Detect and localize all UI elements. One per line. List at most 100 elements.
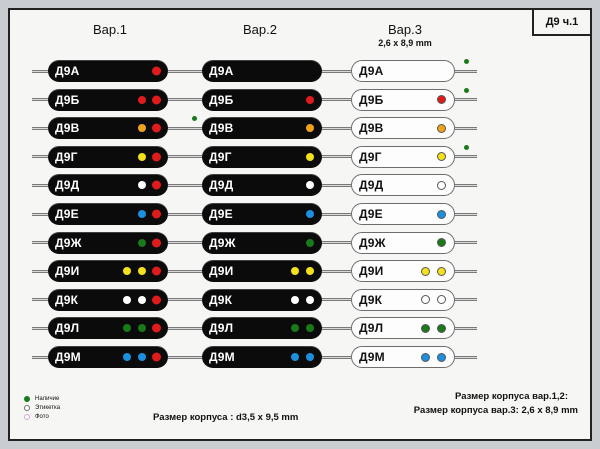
- diode-body: Д9Ж: [351, 231, 455, 254]
- diode-body: Д9И: [202, 260, 322, 283]
- diode-lead-right: [168, 98, 190, 102]
- diode-type-label: Д9К: [209, 292, 233, 307]
- diode-variant3-Д9Д: Д9Д: [335, 174, 477, 197]
- diode-variant2-Д9Б: Д9Б: [186, 88, 344, 111]
- diode-lead-right: [322, 298, 344, 302]
- diode-variant2-Д9Д: Д9Д: [186, 174, 344, 197]
- diode-type-label: Д9А: [359, 64, 384, 78]
- diode-lead-right: [322, 155, 344, 159]
- diode-variant2-Д9К: Д9К: [186, 288, 344, 311]
- diode-type-label: Д9Л: [55, 321, 80, 336]
- color-band-group: [421, 266, 454, 276]
- diode-body: Д9Л: [48, 317, 168, 340]
- diode-type-label: Д9И: [209, 264, 234, 279]
- color-band-white: [306, 295, 314, 304]
- color-band-blue: [437, 209, 446, 219]
- color-band-yellow: [306, 267, 314, 276]
- legend-dot-icon: [24, 405, 30, 411]
- cathode-end-marker: [152, 123, 161, 133]
- diode-type-label: Д9Е: [359, 207, 383, 221]
- diode-type-label: Д9В: [359, 121, 384, 136]
- footer-note-left: Размер корпуса : d3,5 x 9,5 mm: [153, 412, 299, 423]
- diode-body: Д9Г: [351, 145, 455, 168]
- diode-type-label: Д9М: [209, 350, 235, 364]
- diode-lead-left: [186, 212, 202, 216]
- color-band-group: [306, 152, 322, 161]
- diode-body: Д9Л: [351, 317, 455, 340]
- diode-variant1-Д9Б: Д9Б: [32, 88, 190, 111]
- diode-body: Д9К: [48, 288, 168, 311]
- color-band-green: [291, 324, 299, 333]
- diode-lead-left: [186, 183, 202, 187]
- diode-body: Д9Л: [202, 317, 322, 340]
- diode-type-label: Д9Л: [209, 321, 234, 336]
- diode-lead-right: [322, 326, 344, 330]
- column-header-var2: Вар.2: [200, 22, 320, 37]
- diode-type-label: Д9А: [55, 64, 80, 78]
- diode-lead-right: [322, 183, 344, 187]
- diode-variant3-Д9Е: Д9Е: [335, 203, 477, 225]
- color-band-group: [437, 180, 454, 190]
- color-band-group: [437, 209, 454, 219]
- cathode-end-marker: [152, 352, 161, 362]
- color-band-white: [138, 181, 146, 190]
- diode-variant2-Д9Г: Д9Г: [186, 145, 344, 168]
- diode-lead-right: [455, 212, 477, 216]
- color-band-yellow: [138, 152, 146, 161]
- diode-variant1-Д9В: Д9В: [32, 116, 197, 140]
- diode-lead-left: [335, 241, 351, 245]
- diode-lead-right: [455, 98, 477, 102]
- cathode-end-marker: [152, 66, 161, 76]
- diode-lead-left: [32, 298, 48, 302]
- availability-indicator-icon: [464, 59, 469, 64]
- color-band-blue: [421, 352, 430, 362]
- diode-lead-left: [32, 355, 48, 359]
- diode-lead-left: [186, 355, 202, 359]
- color-band-group: [437, 123, 454, 133]
- diode-variant1-Д9Е: Д9Е: [32, 203, 190, 225]
- diode-body: Д9Д: [48, 174, 168, 197]
- diode-lead-left: [335, 326, 351, 330]
- availability-indicator-icon: [464, 87, 469, 93]
- color-band-yellow: [123, 267, 131, 276]
- color-band-green: [123, 324, 131, 333]
- diode-lead-right: [322, 241, 344, 245]
- diode-body: Д9Ж: [202, 231, 322, 254]
- diode-lead-right: [168, 69, 190, 73]
- color-band-group: [138, 95, 168, 104]
- diode-lead-right: [168, 126, 190, 130]
- color-band-green: [306, 324, 314, 333]
- diode-lead-right: [455, 241, 477, 245]
- diode-lead-left: [335, 98, 351, 102]
- diode-body: Д9Е: [48, 203, 168, 225]
- diode-type-label: Д9Л: [359, 321, 384, 336]
- diode-variant1-Д9Л: Д9Л: [32, 317, 190, 340]
- diode-type-label: Д9Е: [55, 207, 79, 221]
- diode-variant2-Д9М: Д9М: [186, 346, 344, 368]
- diode-body: Д9Б: [48, 88, 168, 111]
- diode-variant1-Д9М: Д9М: [32, 346, 190, 368]
- color-band-orange: [138, 124, 146, 133]
- diode-lead-right: [455, 355, 477, 359]
- diode-type-label: Д9М: [359, 350, 385, 364]
- diode-body: Д9В: [202, 117, 322, 140]
- cathode-end-marker: [152, 95, 161, 105]
- diode-body: Д9Е: [202, 203, 322, 225]
- diode-lead-left: [335, 155, 351, 159]
- color-band-blue: [138, 210, 146, 218]
- color-band-group: [138, 238, 168, 247]
- diode-variant3-Д9В: Д9В: [335, 117, 477, 140]
- diode-variant2-Д9Л: Д9Л: [186, 317, 344, 340]
- color-band-group: [123, 324, 168, 333]
- color-band-yellow: [306, 152, 314, 161]
- cathode-end-marker: [152, 180, 161, 190]
- diode-variant3-Д9К: Д9К: [335, 288, 477, 311]
- diode-lead-right: [168, 269, 190, 273]
- color-band-group: [421, 352, 454, 362]
- diode-variant1-Д9Ж: Д9Ж: [32, 231, 190, 254]
- color-band-orange: [306, 124, 314, 133]
- color-band-yellow: [138, 267, 146, 276]
- color-band-green: [421, 323, 430, 333]
- diode-lead-right: [168, 241, 190, 245]
